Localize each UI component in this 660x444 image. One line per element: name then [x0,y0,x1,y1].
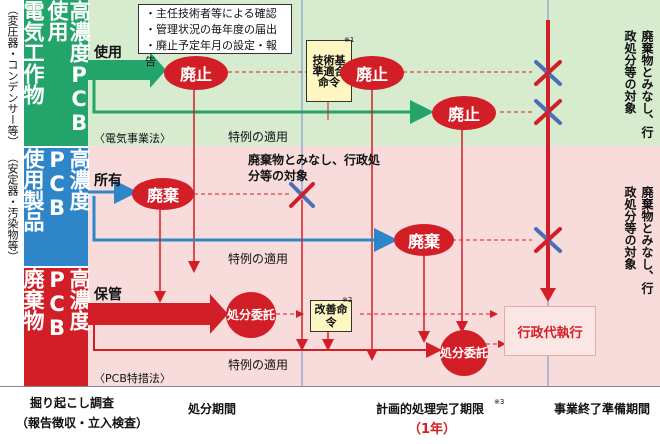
gyosei-daishikko-box: 行政代執行 [504,306,596,356]
footer-prep: 事業終了準備期間 [554,402,651,416]
note-item-3: ・廃止予定年月の設定・報告 [145,39,277,68]
order-mark-2: ※2 [342,296,353,304]
node-shobun-1: 処分委託 [226,292,276,338]
node-haishi-1: 廃止 [164,56,228,90]
row1-right-note-text: 廃棄物とみなし、行政処分等の対象 [623,30,654,138]
row3-law: 〈PCB特措法〉 [94,372,171,385]
node-haishi-2: 廃止 [340,56,404,90]
category-products-line1: 高濃度PCB [45,148,92,220]
row1-action-label: 使用 [94,45,122,61]
cross-row1-b [534,99,562,125]
footer-deadline-mark: ※3 [494,398,505,406]
cross-row2-center [289,182,315,208]
row2-right-note: 廃棄物とみなし、行政処分等の対象 [566,186,656,296]
row2-middle-note: 廃棄物とみなし、行政処分等の対象 [248,153,381,183]
row2-action-label: 所有 [94,173,122,189]
row1-exception-label: 特例の適用 [228,130,289,144]
cross-row1-a [534,60,562,86]
category-waste: 高濃度PCB 廃棄物 [20,268,92,386]
cross-row2-right [534,227,562,253]
category-electrical-line2: 電気工作物 [20,0,45,105]
side-label-top: （変圧器・コンデンサー等） [6,4,19,147]
note-item-1: ・主任技術者等による確認 [145,7,277,20]
node-haiki-2: 廃棄 [394,224,454,256]
node-haishi-3: 廃止 [432,96,496,130]
row2-exception-arrow [92,196,398,252]
notes-box: ・主任技術者等による確認 ・管理状況の毎年度の届出 ・廃止予定年月の設定・報告 [138,4,292,68]
row1-right-note: 廃棄物とみなし、行政処分等の対象 [566,30,656,140]
order-mark-1: ※1 [344,36,355,44]
footer-deadline: 計画的処理完了期限 [376,402,485,416]
category-products: 高濃度PCB 使用製品 [20,148,92,266]
row2-exception-label: 特例の適用 [228,252,289,266]
row3-big-arrow [88,294,228,334]
side-label-bottom: （安定器・汚染物等） [6,152,19,262]
category-electrical-line1: 高濃度PCB使用 [45,0,92,135]
order-box-kaizen: 改善命令 [310,300,352,332]
category-waste-line2: 廃棄物 [20,268,45,331]
row2-right-note-text: 廃棄物とみなし、行政処分等の対象 [623,186,654,294]
row1-big-arrow [88,52,166,88]
node-haiki-1: 廃棄 [132,178,194,210]
order-box-kaizen-text: 改善命令 [314,303,348,329]
note-item-2: ・管理状況の毎年度の届出 [145,23,277,36]
row1-exception-arrow [92,80,434,124]
order-box-gijutsu-text: 技術基準適合命令 [312,53,346,89]
footer-timeline [0,386,660,444]
footer-survey: 掘り起こし調査 [30,396,115,410]
category-products-line2: 使用製品 [20,148,45,232]
row3-action-label: 保管 [94,287,122,303]
row3-exception-label: 特例の適用 [228,358,289,372]
node-shobun-2: 処分委託 [440,330,488,376]
footer-one-year: （1年） [408,422,457,437]
category-waste-line1: 高濃度PCB [45,268,92,340]
row1-law: 〈電気事業法〉 [94,132,171,145]
footer-period: 処分期間 [188,402,237,416]
right-column-arrowhead [540,288,556,302]
category-electrical: 高濃度PCB使用 電気工作物 [20,0,92,146]
footer-survey-sub: （報告徴収・立入検査） [16,416,149,430]
